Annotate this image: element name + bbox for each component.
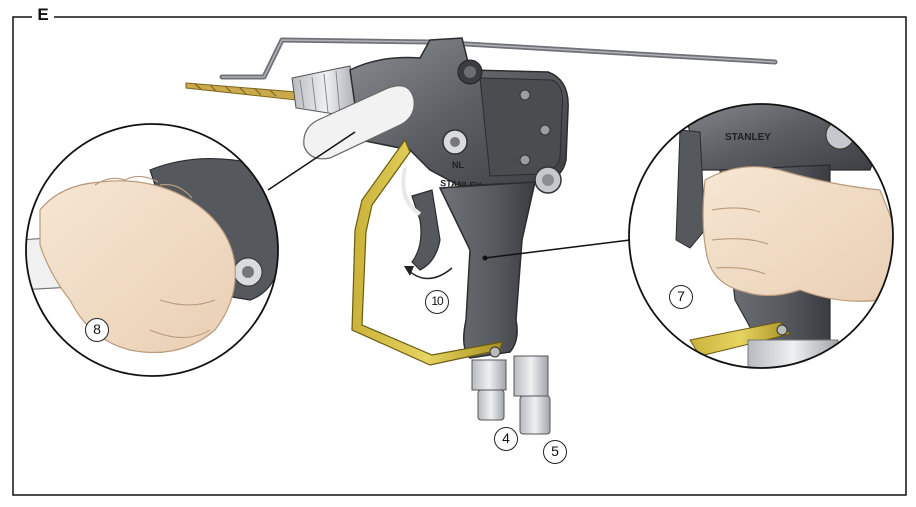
figure-frame [12,16,907,496]
hand-left [39,180,236,353]
trigger-rotation-arrow [407,267,453,280]
side-handle-rod [219,37,778,80]
side-handle-grip [303,85,415,160]
leader-line-7 [484,239,631,259]
callout-10: 10 [425,290,449,314]
drill-bit [185,82,297,101]
guard-pivot [489,346,501,358]
trigger [401,167,441,271]
pistol-grip [438,181,536,359]
panel-label: E [32,5,54,25]
hand-right [702,166,893,302]
svg-text:STANLEY: STANLEY [725,132,771,143]
model-marking: NL [452,160,464,170]
leader-line-8 [267,131,356,191]
hose-coupler-4 [471,359,507,421]
callout-4: 4 [494,427,518,451]
detail-circle-left [25,123,279,377]
tool-body [349,37,569,194]
detail-circle-right: STANLEY [628,103,894,369]
trigger-guard [351,138,503,366]
callout-8: 8 [85,318,109,342]
callout-7: 7 [669,285,693,309]
callout-5: 5 [543,440,567,464]
hose-coupler-5 [513,355,551,435]
